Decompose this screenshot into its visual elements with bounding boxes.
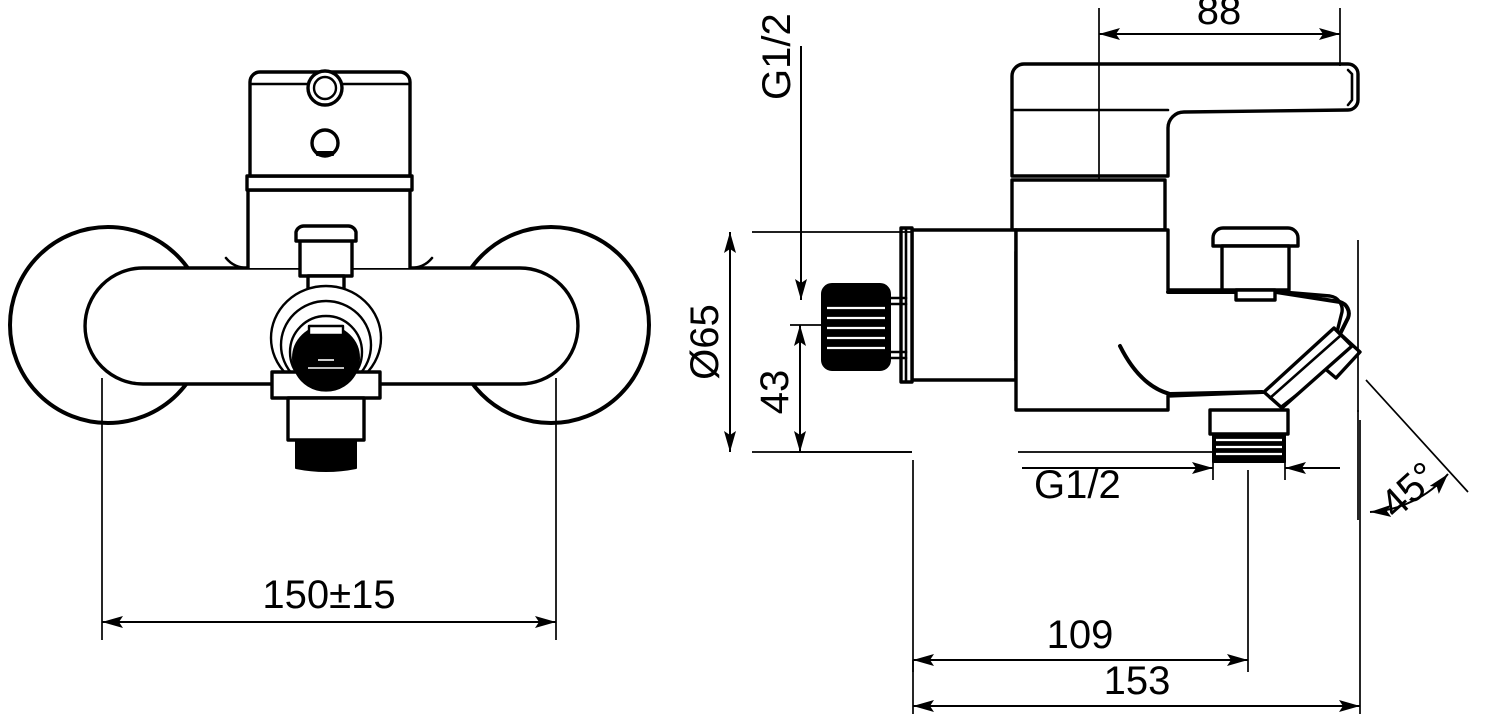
g12-bottom-label: G1/2 bbox=[1034, 463, 1121, 507]
front-outlet-thread bbox=[295, 439, 357, 472]
dim45-arc bbox=[1369, 473, 1449, 517]
side-outlet-bevel bbox=[1262, 326, 1354, 410]
side-cartridge-body bbox=[910, 228, 1018, 382]
side-handle-base bbox=[1010, 178, 1167, 232]
dim45-ext-diagonal bbox=[1365, 379, 1469, 493]
front-shoulder-right bbox=[408, 256, 434, 270]
dim65-label: Ø65 bbox=[683, 304, 727, 380]
dimension-150: 150±15 bbox=[101, 378, 557, 640]
front-shower-stub-cap bbox=[294, 224, 358, 243]
dim43-label: 43 bbox=[753, 370, 797, 415]
side-outlet-lip bbox=[1280, 390, 1302, 408]
dim88-label: 88 bbox=[1197, 0, 1242, 33]
side-lever-end-edge bbox=[1346, 68, 1354, 107]
side-bottom-thread bbox=[1212, 433, 1286, 463]
front-core-bottom bbox=[295, 371, 357, 392]
side-bottom-collar bbox=[1208, 408, 1290, 436]
dim150-label: 150±15 bbox=[262, 573, 395, 617]
g12-top-label: G1/2 bbox=[755, 13, 799, 100]
side-outlet-bevel-seam bbox=[1268, 334, 1342, 400]
dimension-45: 45° bbox=[1357, 240, 1469, 527]
front-cap-hole-shadow bbox=[315, 151, 335, 156]
side-spout-underside bbox=[1118, 344, 1264, 396]
front-cap-ring-inner bbox=[312, 75, 338, 101]
front-outlet-body bbox=[286, 396, 366, 442]
front-cap-rim bbox=[245, 174, 414, 192]
side-diverter-cap bbox=[1211, 226, 1300, 248]
side-lever-handle bbox=[1010, 62, 1360, 178]
front-aerator-tab bbox=[307, 324, 345, 337]
side-view-group: 88 G1/2 Ø65 43 G1/2 bbox=[683, 0, 1469, 714]
callout-g12-bottom: G1/2 bbox=[1022, 434, 1340, 507]
front-handle-cap bbox=[248, 70, 412, 178]
side-inlet-knob bbox=[821, 283, 908, 371]
dim45-label: 45° bbox=[1372, 454, 1446, 527]
dim153-label: 153 bbox=[1104, 659, 1171, 703]
dim109-label: 109 bbox=[1047, 613, 1114, 657]
callout-g12-top: G1/2 bbox=[755, 13, 807, 300]
front-shower-stub bbox=[298, 238, 354, 278]
dimension-153: 153 bbox=[912, 420, 1361, 714]
front-shoulder-left bbox=[224, 256, 250, 270]
front-view-group: 150±15 bbox=[8, 69, 651, 640]
dimension-88: 88 bbox=[1098, 0, 1341, 180]
side-spout-top-contour bbox=[1166, 290, 1351, 340]
side-diverter-foot bbox=[1234, 288, 1277, 302]
side-diverter-stem bbox=[1220, 244, 1291, 292]
dimension-43: 43 bbox=[753, 324, 912, 453]
dimension-109: 109 bbox=[912, 460, 1249, 672]
